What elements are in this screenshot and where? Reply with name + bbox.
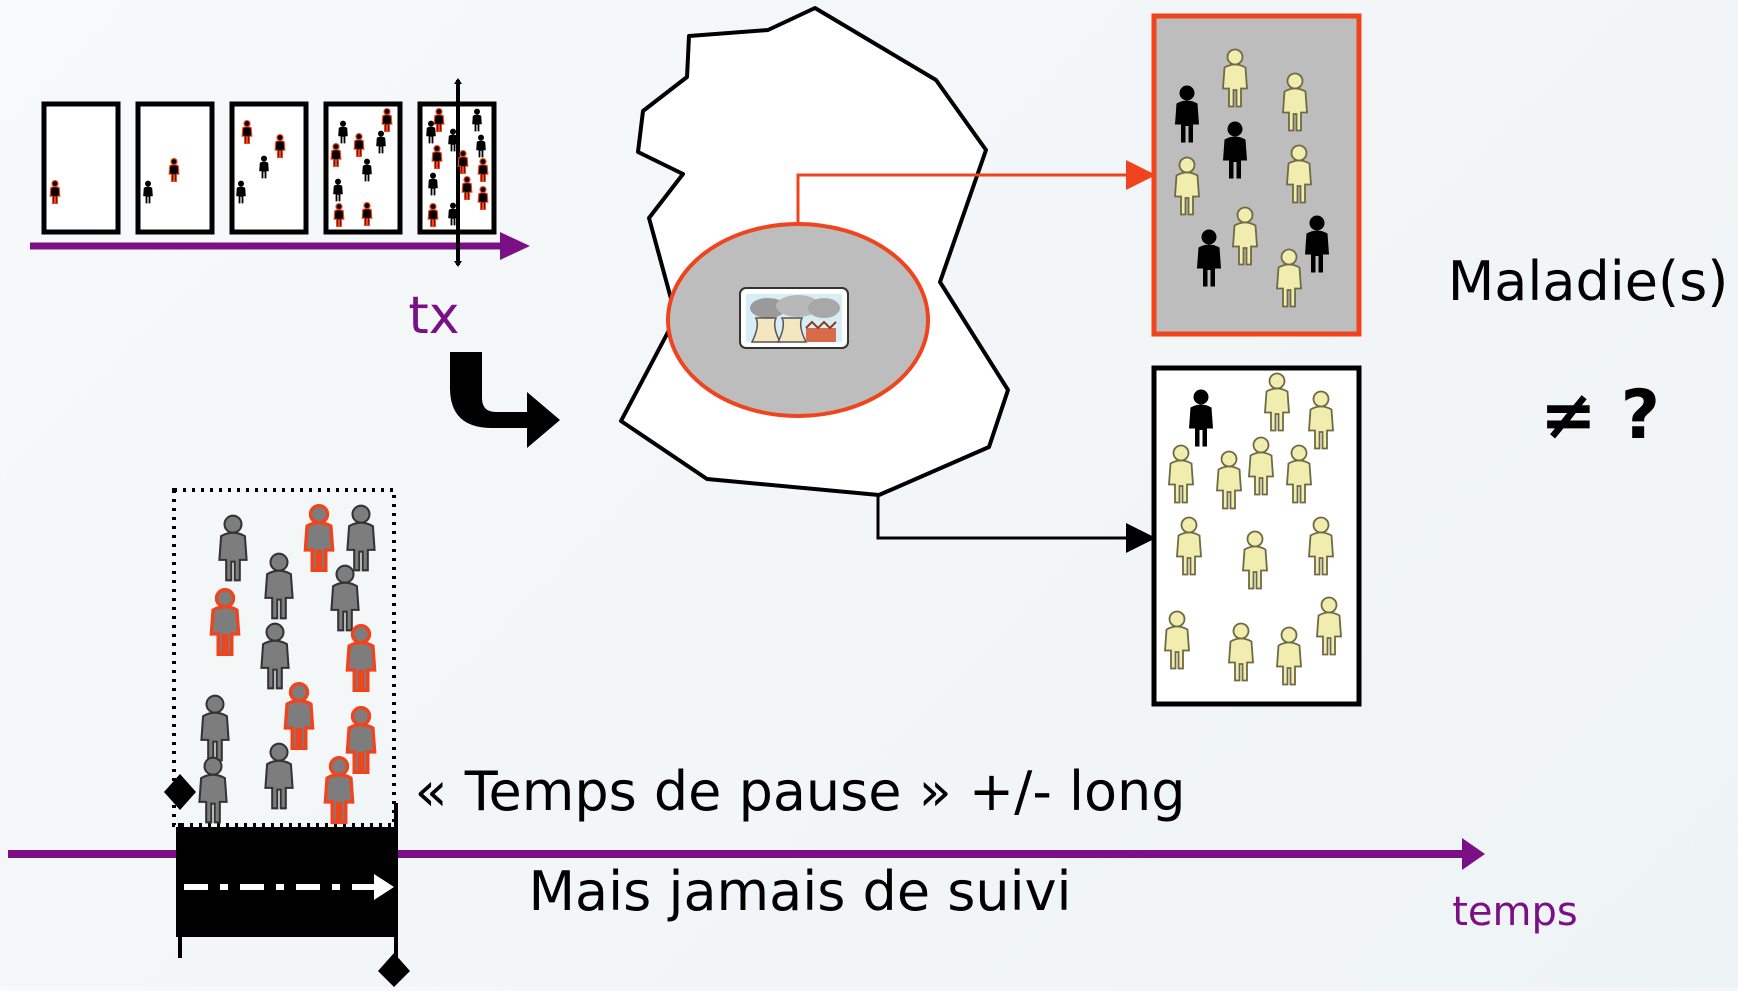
person-icon	[330, 564, 360, 632]
no-follow-up-label: Mais jamais de suivi	[528, 860, 1071, 923]
disease-label: Maladie(s)	[1448, 250, 1729, 313]
pause-start-diamond	[164, 774, 196, 810]
person-icon	[218, 514, 248, 582]
bottom-timeline	[8, 488, 1485, 987]
person-icon	[283, 682, 315, 750]
difference-question: ≠ ?	[1540, 376, 1660, 455]
time-axis-label: temps	[1452, 889, 1578, 935]
pause-period-block	[176, 827, 396, 937]
curved-arrow-icon	[450, 352, 560, 448]
pause-time-label: « Temps de pause » +/- long	[414, 760, 1185, 823]
person-icon	[303, 504, 335, 572]
pause-end-diamond	[378, 953, 410, 987]
top-time-axis-arrowhead	[500, 232, 530, 260]
person-icon	[198, 756, 228, 824]
no-follow-up-arrowhead	[374, 874, 394, 900]
person-icon	[345, 706, 377, 774]
factory-icon	[739, 287, 849, 349]
unexposed-connector	[876, 495, 1156, 553]
tx-label: tx	[408, 286, 459, 346]
person-icon	[264, 742, 294, 810]
exposed-group-box	[1151, 13, 1362, 337]
unexposed-group-box	[1151, 365, 1362, 707]
population-dotted-box	[172, 488, 396, 827]
person-icon	[200, 694, 230, 762]
tx-marker-bottom	[454, 261, 462, 267]
exposed-connector	[796, 160, 1156, 224]
tx-marker-top	[454, 78, 462, 84]
person-icon	[209, 588, 241, 656]
person-icon	[345, 624, 377, 692]
panel-1	[41, 101, 121, 235]
person-icon	[264, 552, 294, 620]
top-timeline-panels	[30, 78, 530, 267]
person-icon	[323, 756, 355, 824]
person-icon	[346, 504, 376, 572]
bottom-time-axis-arrowhead	[1462, 838, 1485, 870]
person-icon	[260, 622, 290, 690]
panel-3	[229, 101, 309, 235]
